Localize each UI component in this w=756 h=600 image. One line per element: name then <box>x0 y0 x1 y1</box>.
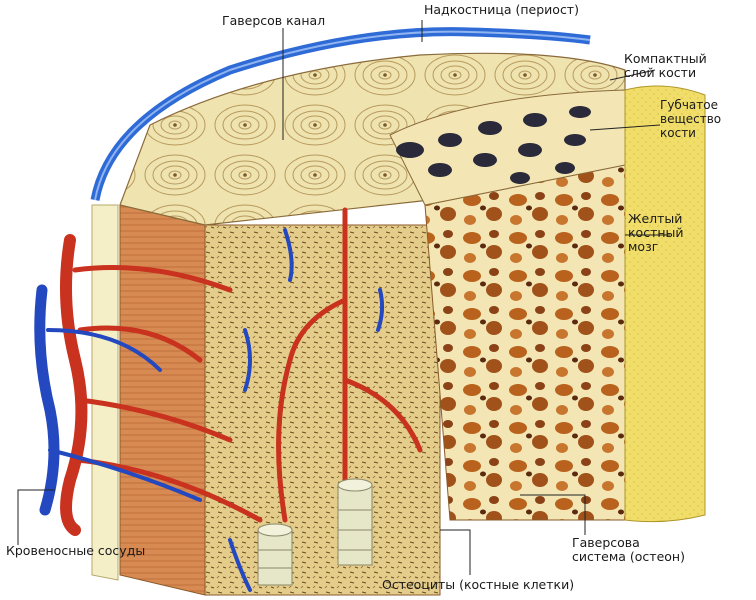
label-blood-vessels: Кровеносные сосуды <box>6 543 146 558</box>
leader-spongy <box>589 124 661 131</box>
spongy-top-pits <box>396 106 591 184</box>
leader-lines <box>17 20 670 575</box>
compact-cut-face <box>204 224 441 596</box>
leader-compact <box>609 69 656 81</box>
label-yellow-marrow-1: Желтый <box>628 211 683 226</box>
spongy-cut-face <box>424 164 626 521</box>
label-spongy-bone-3: кости <box>660 126 696 140</box>
osteon-cylinders <box>257 478 373 586</box>
bone-cut-face <box>119 204 206 596</box>
leader-osteon <box>520 494 586 535</box>
label-periosteum: Надкостница (периост) <box>424 2 579 17</box>
leader-vessels <box>17 489 55 545</box>
vein-main <box>34 284 60 516</box>
vein-branches <box>46 228 385 592</box>
label-osteon-2: система (остеон) <box>572 549 685 564</box>
label-spongy-bone-2: вещество <box>660 112 722 126</box>
label-osteon-1: Гаверсова <box>572 535 640 550</box>
label-osteocytes: Остеоциты (костные клетки) <box>382 577 575 592</box>
label-haversian-canal: Гаверсов канал <box>222 13 326 28</box>
label-compact-bone-2: слой кости <box>624 65 697 80</box>
label-compact-bone-1: Компактный <box>624 51 707 66</box>
label-yellow-marrow-3: мозг <box>628 239 659 254</box>
label-yellow-marrow-2: костный <box>628 225 684 240</box>
periosteum-side <box>91 204 119 581</box>
leader-osteocytes <box>440 529 471 575</box>
yellow-marrow <box>624 85 706 523</box>
label-spongy-bone-1: Губчатое <box>660 98 718 112</box>
artery-branches <box>72 207 423 523</box>
artery-main <box>60 234 88 536</box>
